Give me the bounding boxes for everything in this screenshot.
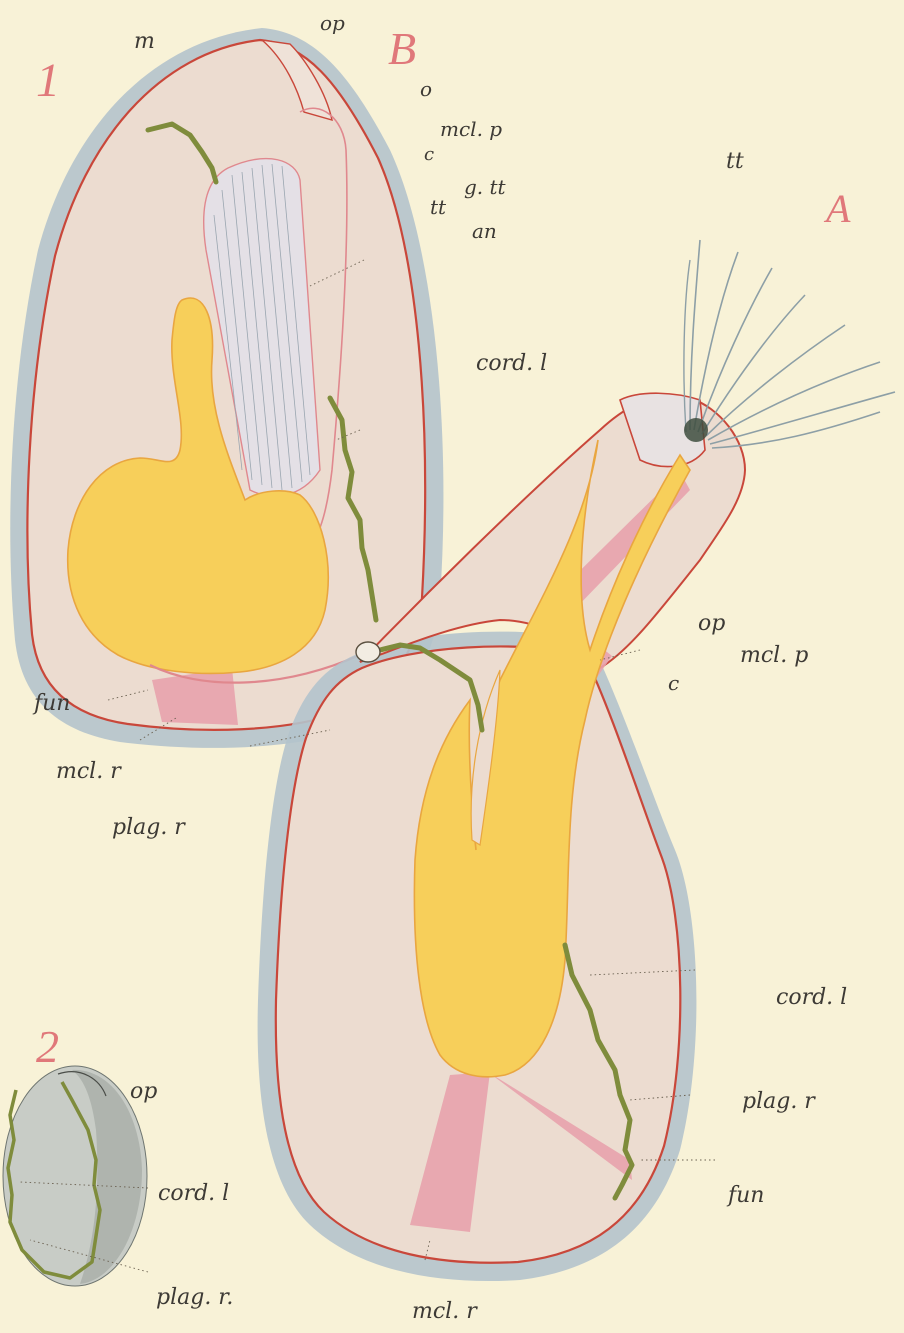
label-fun-a: fun <box>726 1183 764 1208</box>
zooid-a-letter: A <box>823 186 851 231</box>
label-an: an <box>472 219 497 243</box>
label-g-tt: g. tt <box>464 175 507 199</box>
figure-number-2: 2 <box>36 1021 59 1072</box>
label-plag-r-b: plag. r <box>112 815 186 840</box>
label-mcl-r-b: mcl. r <box>56 759 122 784</box>
label-c-top: c <box>424 144 434 165</box>
label-cord-l-fig2: cord. l <box>158 1181 229 1206</box>
label-plag-r-a: plag. r <box>742 1089 816 1114</box>
label-mcl-p-top: mcl. p <box>440 117 502 141</box>
label-m: m <box>134 29 155 54</box>
zooid-b-letter: B <box>388 23 416 74</box>
label-tt-b: tt <box>430 195 447 219</box>
label-mcl-r-a: mcl. r <box>412 1299 478 1324</box>
figure-2-zooid <box>3 1066 147 1286</box>
zooid-b <box>10 28 443 748</box>
figure-number-1: 1 <box>36 54 60 107</box>
label-c-a: c <box>668 671 679 695</box>
communication-pore <box>356 642 380 662</box>
label-plag-r-fig2: plag. r. <box>156 1285 233 1310</box>
label-op-top: op <box>320 11 345 35</box>
label-cord-l-a: cord. l <box>776 985 847 1010</box>
label-cord-l-b: cord. l <box>476 351 547 376</box>
label-o: o <box>420 77 432 101</box>
label-mcl-p-a: mcl. p <box>740 643 808 668</box>
label-op-a: op <box>698 611 725 636</box>
label-fun-b: fun <box>32 691 70 716</box>
label-tt-a: tt <box>726 149 744 174</box>
label-op-fig2: op <box>130 1079 157 1104</box>
